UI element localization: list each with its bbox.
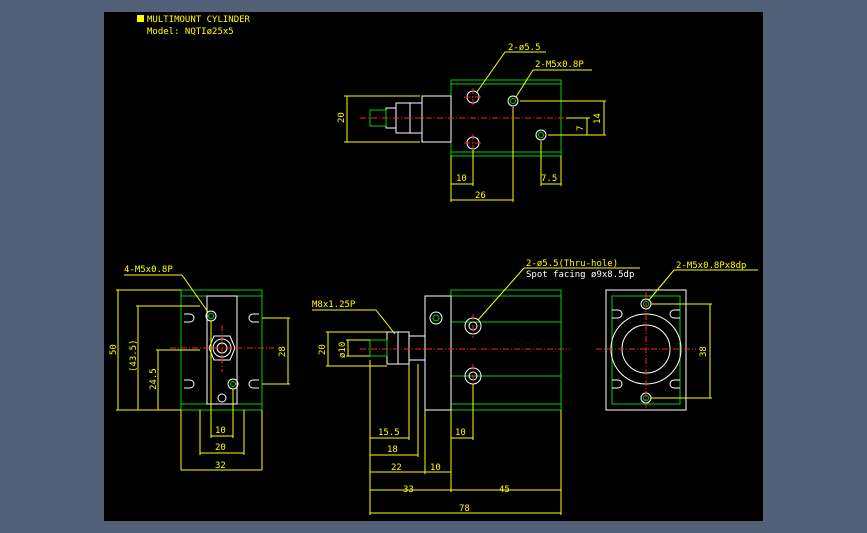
front-rod-thread: M8x1.25P bbox=[312, 300, 356, 310]
title-marker bbox=[137, 15, 144, 22]
svg-text:50: 50 bbox=[109, 344, 119, 355]
svg-text:ø10: ø10 bbox=[338, 342, 348, 358]
svg-text:14: 14 bbox=[593, 113, 603, 124]
front-dim-22: 22 bbox=[391, 463, 402, 473]
top-thread-callout: 2-M5x0.8P bbox=[535, 60, 584, 70]
left-dim-10: 10 bbox=[215, 426, 226, 436]
svg-text:7: 7 bbox=[576, 126, 586, 131]
svg-text:38: 38 bbox=[699, 346, 709, 357]
left-thread-callout: 4-M5x0.8P bbox=[124, 265, 173, 275]
front-view: 20 ø10 15.5 10 18 22 10 33 45 78 M8x1.25… bbox=[312, 259, 640, 515]
front-dim-33: 33 bbox=[403, 485, 414, 495]
front-dim-45: 45 bbox=[499, 485, 510, 495]
front-dim-78: 78 bbox=[459, 504, 470, 514]
top-view: 20 14 7 10 7.5 26 2-ø5.5 2-M5x0.8P bbox=[337, 43, 606, 202]
right-thread-callout: 2-M5x0.8Px8dp bbox=[676, 261, 746, 271]
top-dim-7-5: 7.5 bbox=[541, 174, 557, 184]
front-dim-10: 10 bbox=[455, 428, 466, 438]
svg-text:20: 20 bbox=[337, 112, 347, 123]
left-dim-32: 32 bbox=[215, 461, 226, 471]
front-spot-facing: Spot facing ø9x8.5dp bbox=[526, 270, 634, 280]
svg-text:24.5: 24.5 bbox=[149, 368, 159, 390]
title-line1: MULTIMOUNT CYLINDER bbox=[147, 15, 251, 25]
front-dim-10b: 10 bbox=[430, 463, 441, 473]
svg-text:20: 20 bbox=[318, 344, 328, 355]
top-dim-10: 10 bbox=[456, 174, 467, 184]
left-view: 50 (43.5) 24.5 28 10 20 32 4-M5x0.8P bbox=[109, 265, 290, 471]
front-holes-callout: 2-ø5.5(Thru-hole) bbox=[526, 259, 618, 269]
top-dim-26: 26 bbox=[475, 191, 486, 201]
front-dim-15-5: 15.5 bbox=[378, 428, 400, 438]
svg-text:28: 28 bbox=[278, 346, 288, 357]
top-holes-callout: 2-ø5.5 bbox=[508, 43, 541, 53]
front-dim-18: 18 bbox=[387, 445, 398, 455]
svg-text:(43.5): (43.5) bbox=[129, 339, 139, 372]
left-dim-20: 20 bbox=[215, 443, 226, 453]
title-line2: Model: NQTIø25x5 bbox=[147, 27, 234, 37]
right-view: 38 2-M5x0.8Px8dp bbox=[596, 261, 758, 411]
